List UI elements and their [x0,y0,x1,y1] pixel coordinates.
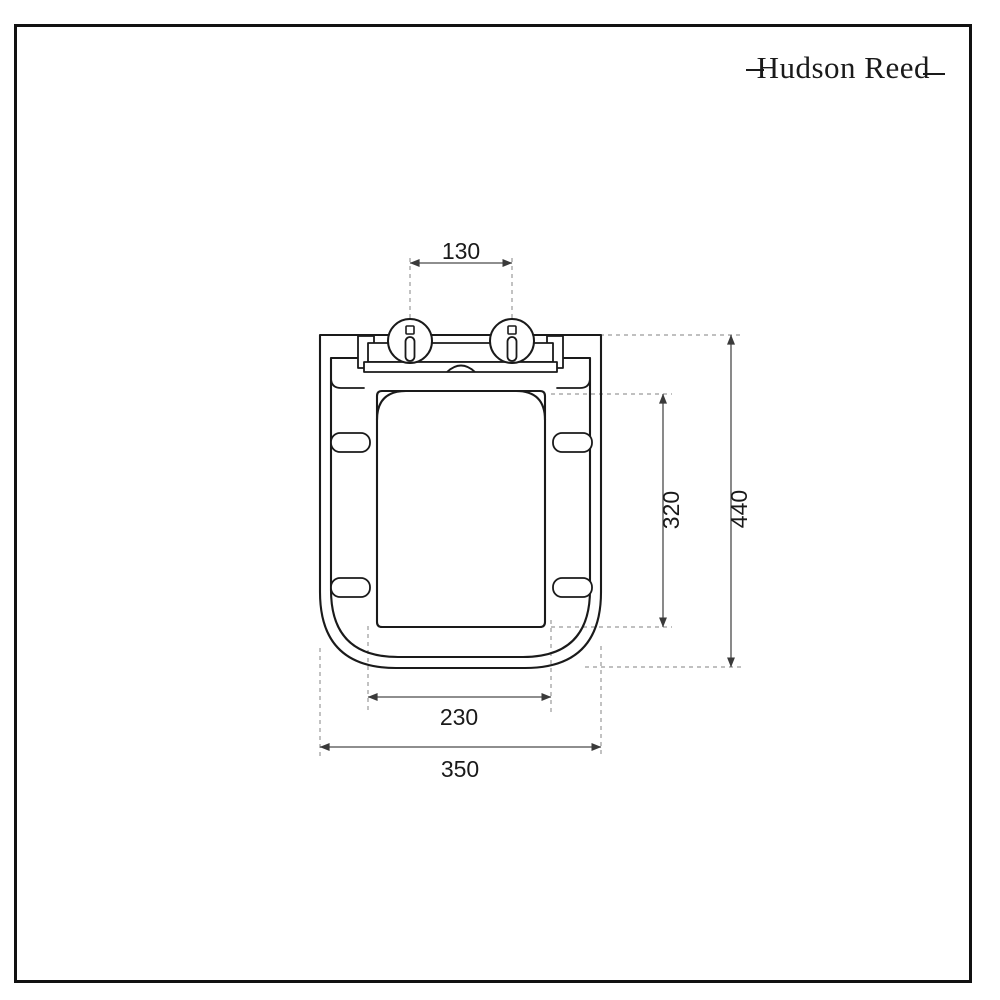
hinge-right [489,318,535,364]
dim-label-hinge-spacing: 130 [442,238,480,264]
seat-rim-offset [329,356,592,659]
brand-logo: Hudson Reed [745,50,945,86]
seat-notch-right [556,357,591,389]
hinge-centre-tab [446,364,476,373]
dim-label-overall-height: 440 [726,490,752,528]
hinge-right-slot-icon [506,336,518,362]
bumper-pad-bottom-right [552,577,593,598]
hinge-left-square-icon [405,325,415,335]
dim-label-inner-height: 320 [658,491,684,529]
hinge-base-plate [363,361,558,373]
logo-rule-left-icon [745,68,764,71]
dim-label-inner-width: 230 [440,704,478,730]
seat-inner-opening-top-radius [375,389,547,421]
toilet-seat-outline [318,333,603,670]
seat-notch-left [330,357,365,389]
page-border-frame [14,24,972,983]
bumper-pads [330,432,593,598]
bumper-pad-top-left [330,432,371,453]
seat-inner-opening [375,389,547,629]
extension-lines [319,258,742,757]
hinge-left [387,318,433,364]
logo-rule-right-icon [923,73,945,76]
seat-outer-edge [318,333,603,670]
brand-name: Hudson Reed [756,50,930,85]
bumper-pad-bottom-left [330,577,371,598]
dimension-lines [319,259,735,751]
bumper-pad-top-right [552,432,593,453]
hinge-right-square-icon [507,325,517,335]
dim-label-overall-width: 350 [441,756,479,782]
hinge-left-slot-icon [404,336,416,362]
